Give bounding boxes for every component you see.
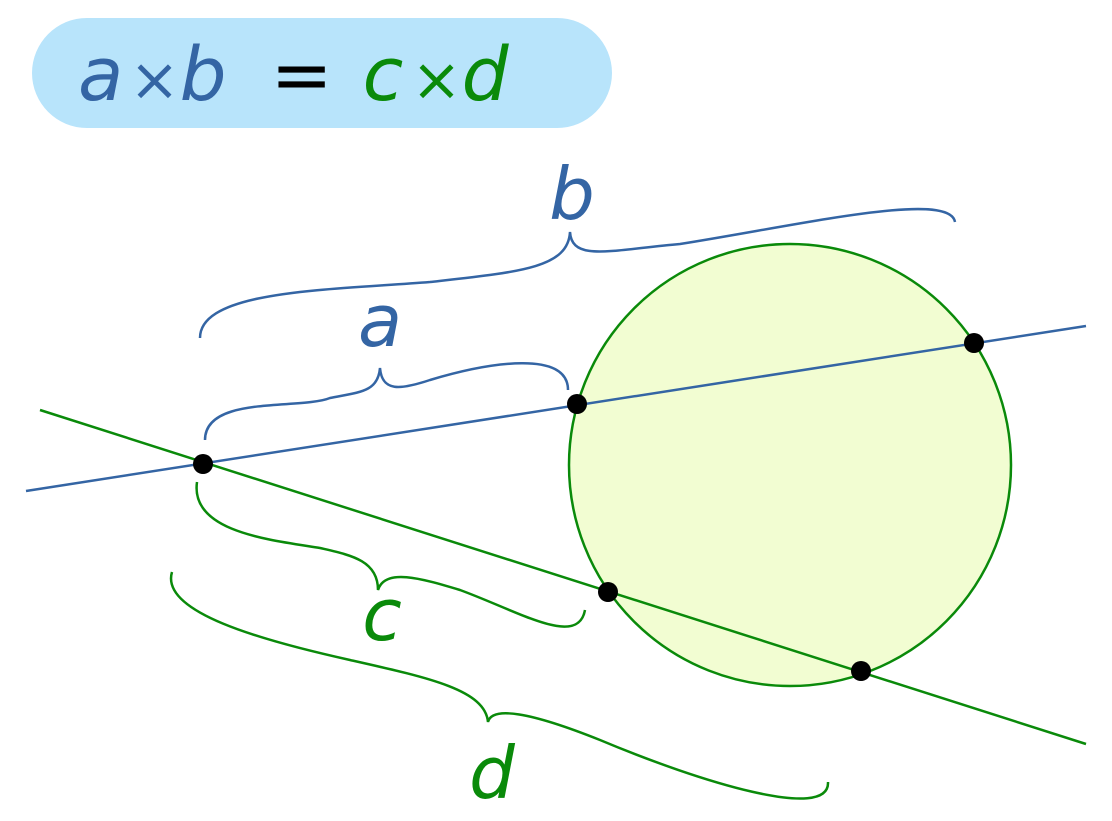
formula-c: c: [363, 32, 404, 118]
formula-times-2: ×: [411, 45, 461, 115]
point-blue-far: [964, 333, 984, 353]
point-green-near: [598, 582, 618, 602]
label-d: d: [469, 731, 516, 815]
brace-d: [169, 571, 830, 800]
formula-a: a: [78, 32, 123, 118]
brace-c: [195, 481, 587, 628]
point-blue-near: [567, 394, 587, 414]
formula-b: b: [180, 32, 227, 118]
formula-box: [32, 18, 612, 128]
point-green-far: [851, 661, 871, 681]
formula-equals: =: [271, 32, 333, 118]
label-c: c: [362, 573, 402, 657]
point-intersection: [193, 454, 213, 474]
green-secant-line: [39, 408, 1087, 746]
brace-b: [198, 207, 957, 339]
formula-times-1: ×: [129, 45, 179, 115]
label-a: a: [358, 279, 402, 363]
label-b: b: [549, 152, 595, 236]
brace-a: [203, 362, 570, 441]
formula-d: d: [462, 32, 510, 118]
formula: a×b=c×d: [78, 32, 510, 118]
circle: [567, 242, 1013, 688]
